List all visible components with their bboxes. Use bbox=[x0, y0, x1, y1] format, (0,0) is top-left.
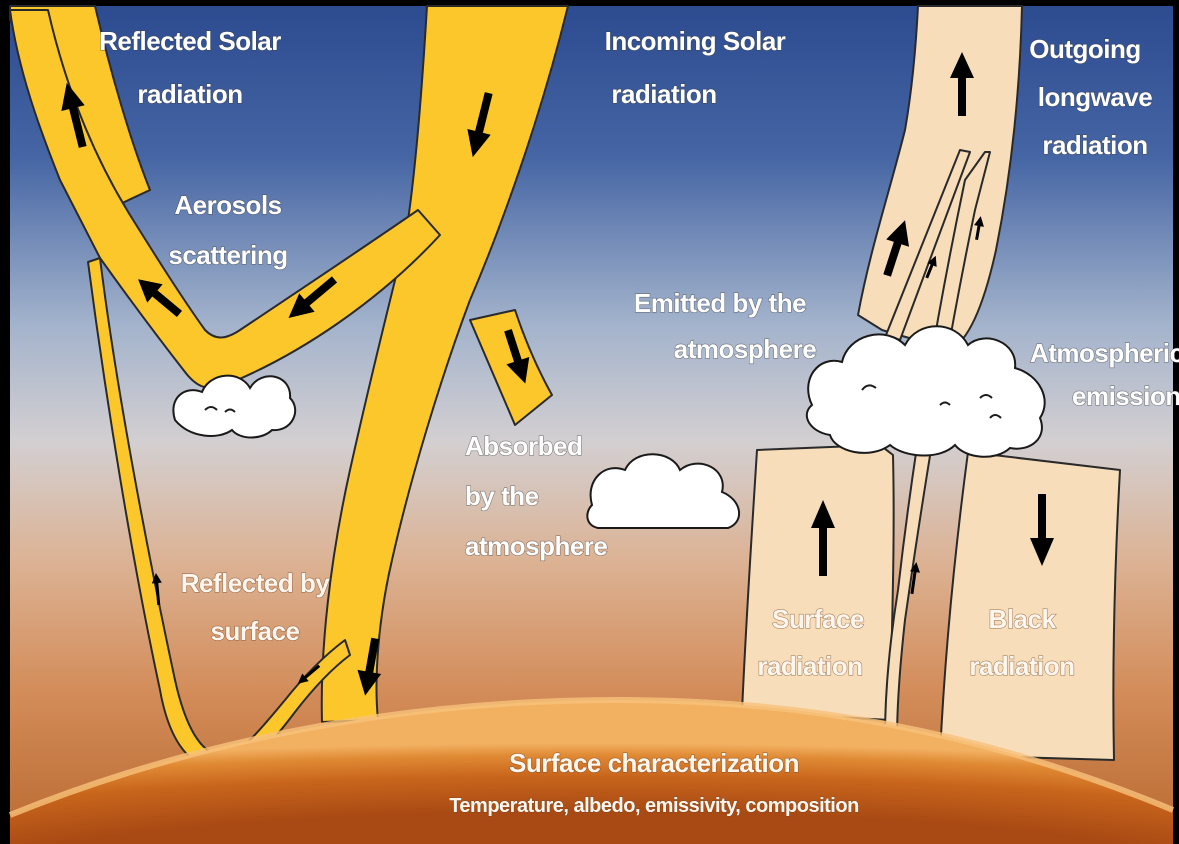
arrow-up-icon bbox=[811, 500, 835, 576]
arrows bbox=[61, 52, 1054, 696]
incoming-solar-band bbox=[9, 5, 569, 772]
svg-text:by the: by the bbox=[465, 481, 539, 511]
cloud-icon bbox=[586, 453, 740, 529]
label-incoming-solar: Incoming Solar radiation bbox=[604, 25, 787, 109]
arrow-up-icon bbox=[151, 573, 162, 606]
label-absorbed-by-atmosphere: Absorbed by the atmosphere bbox=[464, 430, 608, 561]
svg-text:radiation: radiation bbox=[757, 651, 862, 681]
arrow-down-icon bbox=[1030, 494, 1054, 566]
label-atmospheric-emission: Atmospheric emission bbox=[1029, 337, 1179, 411]
cloud-icon bbox=[172, 374, 297, 439]
svg-text:Temperature, albedo, emissivit: Temperature, albedo, emissivity, composi… bbox=[449, 795, 859, 817]
svg-text:Absorbed: Absorbed bbox=[465, 431, 582, 461]
arrow-up-icon bbox=[974, 216, 984, 241]
arrow-up-icon bbox=[61, 82, 87, 148]
svg-text:radiation: radiation bbox=[1042, 130, 1147, 160]
black-radiation-band bbox=[939, 451, 1121, 761]
svg-text:Atmospheric: Atmospheric bbox=[1030, 338, 1179, 368]
arrow-up-icon bbox=[925, 255, 937, 279]
svg-text:radiation: radiation bbox=[611, 79, 716, 109]
svg-text:surface: surface bbox=[211, 616, 300, 646]
arrow-down-icon bbox=[357, 637, 382, 696]
label-black-radiation: Black radiation bbox=[969, 603, 1076, 681]
svg-text:Outgoing: Outgoing bbox=[1029, 34, 1141, 64]
arrow-up-icon bbox=[910, 562, 920, 594]
svg-text:Incoming Solar: Incoming Solar bbox=[605, 26, 786, 56]
label-aerosols-scattering: Aerosols scattering bbox=[168, 189, 289, 270]
arrow-down-icon bbox=[504, 329, 530, 384]
svg-text:scattering: scattering bbox=[168, 240, 287, 270]
svg-text:Emitted by the: Emitted by the bbox=[634, 288, 806, 318]
svg-text:Black: Black bbox=[989, 604, 1057, 634]
svg-text:Reflected by: Reflected by bbox=[181, 568, 331, 598]
longwave-bands bbox=[741, 5, 1121, 761]
label-surface-radiation: Surface radiation bbox=[757, 603, 865, 681]
cloud-icon bbox=[805, 325, 1046, 458]
svg-text:emission: emission bbox=[1072, 381, 1179, 411]
arrow-diagonal-icon bbox=[138, 279, 183, 318]
arrow-down-icon bbox=[467, 92, 493, 158]
label-surface-characterization: Surface characterization Temperature, al… bbox=[449, 747, 860, 817]
planet-surface bbox=[10, 700, 1173, 844]
svg-text:Surface: Surface bbox=[772, 604, 864, 634]
svg-text:radiation: radiation bbox=[137, 79, 242, 109]
svg-text:radiation: radiation bbox=[969, 651, 1074, 681]
svg-text:atmosphere: atmosphere bbox=[674, 334, 816, 364]
label-reflected-by-surface: Reflected by surface bbox=[180, 567, 331, 646]
svg-text:atmosphere: atmosphere bbox=[465, 531, 607, 561]
label-reflected-solar: Reflected Solar radiation bbox=[99, 25, 283, 109]
label-emitted-by-atmosphere: Emitted by the atmosphere bbox=[633, 287, 817, 364]
svg-text:longwave: longwave bbox=[1038, 82, 1153, 112]
planet-limb-glow bbox=[8, 696, 1175, 818]
arrow-up-icon bbox=[950, 52, 974, 116]
arrow-up-icon bbox=[883, 220, 910, 277]
label-outgoing-longwave: Outgoing longwave radiation bbox=[1029, 33, 1154, 160]
svg-text:Surface characterization: Surface characterization bbox=[509, 748, 799, 778]
arrow-diagonal-icon bbox=[297, 664, 321, 684]
arrow-diagonal-icon bbox=[288, 276, 338, 318]
svg-text:Reflected Solar: Reflected Solar bbox=[99, 26, 281, 56]
svg-text:Aerosols: Aerosols bbox=[174, 190, 281, 220]
